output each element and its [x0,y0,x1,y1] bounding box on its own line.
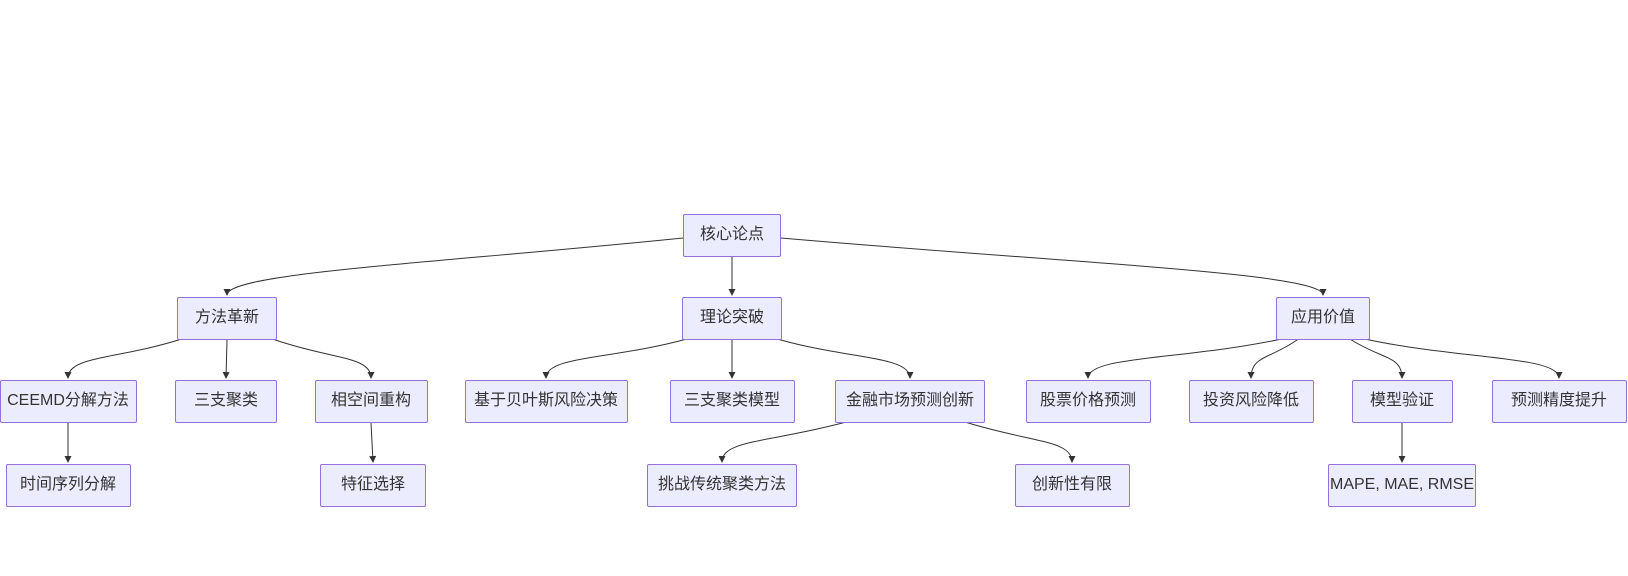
node-fin_innov: 金融市场预测创新 [835,379,985,423]
node-label: CEEMD分解方法 [7,392,129,409]
edge-core-to-method [223,237,684,297]
edge-application-to-stock [1084,339,1280,380]
node-label: 金融市场预测创新 [845,392,974,409]
edge-fin_innov-to-challenge [718,422,845,464]
edge-method-to-three_sup [222,339,230,380]
node-phase: 相空间重构 [314,379,428,423]
node-label: MAPE, MAE, RMSE [1329,476,1475,493]
node-twc_model: 三支聚类模型 [669,379,795,423]
node-bayes: 基于贝叶斯风险决策 [464,379,628,423]
node-risk: 投资风险降低 [1188,379,1314,423]
node-label: 相空间重构 [330,392,411,409]
edge-theory-to-bayes [542,339,686,380]
edge-application-to-validation [1350,339,1406,380]
node-label: 方法革新 [194,309,259,326]
node-label: 预测精度提升 [1510,392,1607,409]
edge-fin_innov-to-limited [966,422,1076,464]
node-core: 核心论点 [683,213,781,257]
node-application: 应用价值 [1276,296,1370,340]
node-label: 三支聚类 [193,392,258,409]
node-label: 应用价值 [1290,309,1355,326]
node-label: 股票价格预测 [1039,392,1136,409]
node-label: 理论突破 [699,309,764,326]
node-limited: 创新性有限 [1014,463,1130,507]
node-label: 特征选择 [340,476,405,493]
node-label: 模型验证 [1369,392,1434,409]
node-ts_decomp: 时间序列分解 [5,463,131,507]
node-feature: 特征选择 [320,463,426,507]
node-method: 方法革新 [177,296,277,340]
node-theory: 理论突破 [682,296,782,340]
node-metrics: MAPE, MAE, RMSE [1328,463,1476,507]
node-label: 投资风险降低 [1202,392,1299,409]
node-three_sup: 三支聚类 [175,379,277,423]
node-precision: 预测精度提升 [1491,379,1627,423]
edge-core-to-application [780,237,1327,297]
node-ceemd: CEEMD分解方法 [0,379,137,423]
node-label: 核心论点 [699,226,764,243]
node-label: 创新性有限 [1031,476,1112,493]
node-stock: 股票价格预测 [1025,379,1151,423]
node-validation: 模型验证 [1351,379,1453,423]
edge-phase-to-feature [369,422,377,464]
node-challenge: 挑战传统聚类方法 [647,463,797,507]
node-label: 挑战传统聚类方法 [657,476,786,493]
node-label: 基于贝叶斯风险决策 [473,392,618,409]
edge-application-to-precision [1366,339,1563,380]
node-label: 时间序列分解 [19,476,116,493]
edge-theory-to-fin_innov [778,339,914,380]
edge-application-to-risk [1247,339,1299,380]
edge-method-to-phase [273,339,375,380]
node-label: 三支聚类模型 [683,392,780,409]
edge-method-to-ceemd [64,339,181,380]
